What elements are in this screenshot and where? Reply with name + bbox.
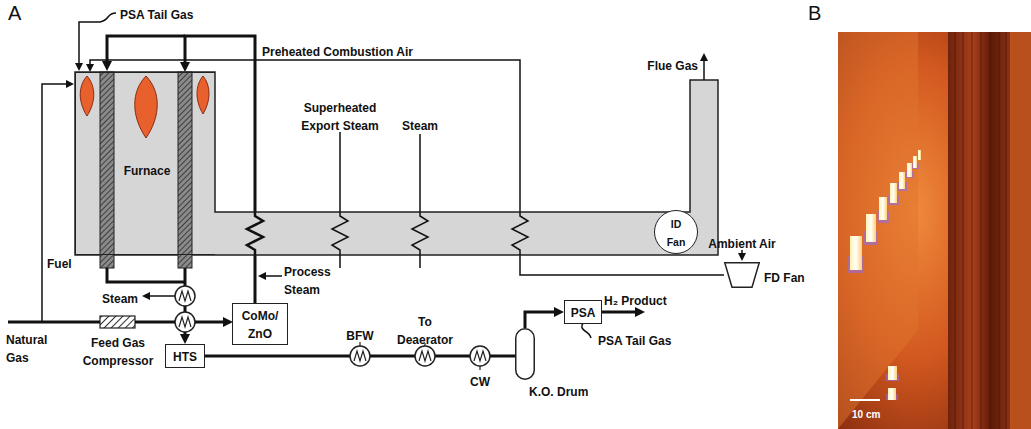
photo-far-wall (1010, 32, 1031, 429)
panel-letter: B (808, 2, 821, 24)
fan-shape (725, 263, 760, 288)
node-text-box: K.O. Drum (529, 382, 588, 400)
panel-letter: A (8, 2, 21, 24)
node-text-box: ID Fan (663, 214, 689, 250)
stream-label: Steam (402, 119, 438, 133)
fan-circle: ID Fan (654, 210, 698, 254)
photo-tube-curtain (948, 32, 1010, 429)
feed-pipe (195, 321, 228, 324)
label-box: Preheated Combustion Air (262, 42, 413, 60)
node-label: HTS (173, 350, 197, 364)
label-box: A (8, 2, 21, 25)
label-box: Process Steam (284, 262, 336, 298)
furnace-shell (75, 72, 718, 255)
stream-label: Flue Gas (647, 59, 698, 73)
label-box: H₂ Product (604, 291, 667, 309)
steam-pipe (146, 295, 175, 297)
node-label: FD Fan (764, 271, 805, 285)
stream-label: Steam (102, 292, 138, 306)
node-label: K.O. Drum (529, 385, 588, 399)
label-box: 10 cm (852, 404, 880, 422)
fan-symbol: FD Fan (724, 262, 760, 288)
stream-label: Feed Gas Compressor (83, 336, 154, 368)
tail-gas-leader (582, 323, 591, 338)
label-box: B (808, 2, 821, 25)
fan-outline (724, 262, 760, 288)
node-text-box: CoMo/ ZnO (238, 306, 282, 342)
feed-branch-pipe (107, 36, 185, 66)
node-label: PSA (571, 306, 596, 320)
product-pipe (602, 311, 640, 314)
drum-shape (516, 329, 535, 380)
furnace-box: Furnace (75, 72, 215, 255)
node-text-box: PSA (571, 303, 596, 321)
node-label: CoMo/ ZnO (242, 309, 279, 341)
stream-label: PSA Tail Gas (120, 8, 193, 22)
node-label: ID Fan (667, 218, 686, 248)
heat-exchangers (175, 286, 490, 370)
node-text-box: Furnace (115, 161, 179, 179)
tail-gas-pipe (79, 13, 116, 67)
stream-label: Process Steam (284, 265, 331, 297)
label-box: Flue Gas (640, 56, 698, 74)
label-box: Steam (402, 116, 438, 134)
flow-line (525, 312, 559, 328)
node-text-box: HTS (173, 347, 197, 365)
stream-label: Ambient Air (708, 237, 776, 251)
label-box: BFW (346, 326, 373, 344)
label-box: Fuel (47, 254, 72, 272)
label-box: PSA Tail Gas (120, 5, 193, 23)
stream-label: Superheated Export Steam (301, 101, 378, 133)
stream-label: H₂ Product (604, 294, 667, 308)
natural-gas-pipe (8, 321, 175, 324)
node-label: Furnace (124, 164, 171, 178)
fuel-pipe (42, 84, 70, 322)
photo-wall (838, 32, 918, 429)
furnace-photo (838, 32, 1031, 429)
stream-label: Natural Gas (6, 333, 47, 365)
label-box: Steam (96, 289, 138, 307)
photo-tube-streaks (955, 32, 1006, 429)
stream-label: To Deaerator (397, 315, 453, 347)
stream-label: PSA Tail Gas (598, 334, 671, 348)
flowsheet (8, 13, 742, 370)
scale-bar (850, 399, 880, 401)
scale-label: 10 cm (852, 409, 880, 420)
tube-outlet-pipe (107, 268, 185, 282)
label-box: CW (470, 372, 490, 390)
photo-burner-glow (848, 163, 919, 400)
label-box: Feed Gas Compressor (78, 333, 158, 369)
label-box: Superheated Export Steam (295, 98, 385, 134)
convection-coils (247, 132, 528, 268)
reformer-tubes (100, 72, 192, 268)
drum-vessel: K.O. Drum (515, 328, 535, 380)
label-box: Natural Gas (6, 330, 58, 366)
process-box: CoMo/ ZnO (232, 303, 288, 345)
photo-ground (838, 32, 1031, 429)
flue-gas-arrow (703, 57, 705, 80)
process-steam-pipe (262, 275, 282, 277)
label-box: Ambient Air (708, 234, 776, 252)
feed-compressor (100, 316, 135, 328)
process-box: HTS (165, 344, 205, 368)
stream-label: BFW (346, 329, 373, 343)
photo-burners (850, 150, 921, 400)
air-inlet-arrow (741, 250, 743, 257)
stream-label: Fuel (47, 257, 72, 271)
label-box: To Deaerator (392, 312, 458, 348)
drum-outline (515, 328, 535, 380)
stream-label: CW (470, 375, 490, 389)
label-box: PSA Tail Gas (598, 331, 671, 349)
node-text-box: FD Fan (764, 268, 805, 286)
stream-label: Preheated Combustion Air (262, 45, 413, 59)
process-box: PSA (564, 300, 602, 324)
